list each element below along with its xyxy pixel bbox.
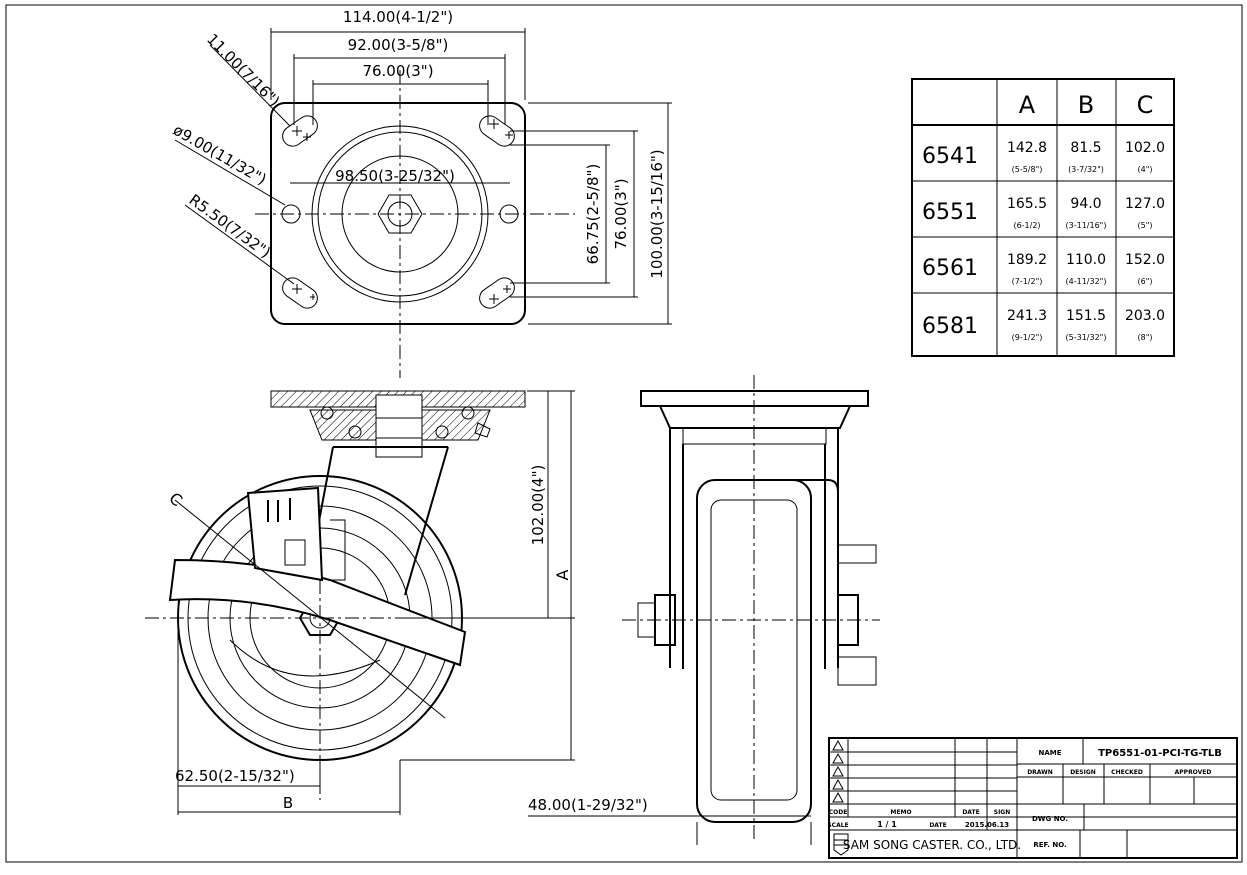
- scale-value: 1 / 1: [877, 820, 897, 829]
- name-label: NAME: [1038, 749, 1061, 757]
- a-cell: 189.2: [1007, 252, 1047, 268]
- front-view: 48.00(1-29/32"): [528, 375, 880, 845]
- header-b: B: [1078, 91, 1094, 119]
- dwg-no-label: DWG NO.: [1032, 815, 1068, 823]
- title-block: NAME TP6551-01-PCI-TG-TLB DRAWN DESIGN C…: [827, 737, 1238, 859]
- brake-bracket: [246, 486, 324, 582]
- dim-inner-span: 76.00(3"): [362, 62, 433, 80]
- c-inch-cell: (5"): [1137, 221, 1152, 230]
- date-label: DATE: [929, 822, 946, 829]
- a-inch-cell: (7-1/2"): [1012, 277, 1043, 286]
- dim-b-label: B: [283, 794, 293, 812]
- drawn-label: DRAWN: [1027, 769, 1053, 776]
- b-inch-cell: (3-11/16"): [1066, 221, 1107, 230]
- a-inch-cell: (6-1/2): [1013, 221, 1040, 230]
- model-cell: 6541: [922, 144, 978, 169]
- c-cell: 203.0: [1125, 308, 1165, 324]
- company-logo-icon: [833, 833, 849, 856]
- b-cell: 110.0: [1066, 252, 1106, 268]
- sign-label: SIGN: [994, 809, 1011, 816]
- b-inch-cell: (3-7/32"): [1068, 165, 1104, 174]
- b-cell: 81.5: [1070, 140, 1101, 156]
- dim-a-label: A: [553, 569, 572, 580]
- model-cell: 6581: [922, 314, 978, 339]
- model-cell: 6551: [922, 200, 978, 225]
- design-label: DESIGN: [1070, 769, 1096, 776]
- ref-no-label: REF. NO.: [1033, 841, 1066, 849]
- dim-bolt-circle: 98.50(3-25/32"): [335, 167, 455, 185]
- model-cell: 6561: [922, 256, 978, 281]
- approved-label: APPROVED: [1175, 769, 1212, 776]
- b-cell: 151.5: [1066, 308, 1106, 324]
- dim-plate-width: 114.00(4-1/2"): [343, 8, 453, 26]
- code-label: CODE: [829, 809, 848, 816]
- scale-label: SCALE: [827, 822, 848, 829]
- b-cell: 94.0: [1070, 196, 1101, 212]
- memo-label: MEMO: [890, 809, 911, 816]
- dim-v2: 76.00(3"): [612, 178, 630, 249]
- slot-top-right: [479, 115, 515, 147]
- a-cell: 165.5: [1007, 196, 1047, 212]
- brake-lever: [168, 558, 467, 667]
- table-row: 6541 142.8 (5-5/8") 81.5 (3-7/32") 102.0…: [922, 140, 1165, 174]
- header-a: A: [1019, 91, 1036, 119]
- dim-offset: 62.50(2-15/32"): [175, 767, 295, 785]
- a-cell: 142.8: [1007, 140, 1047, 156]
- c-cell: 152.0: [1125, 252, 1165, 268]
- dim-hole-diameter: ø9.00(11/32"): [170, 121, 269, 189]
- date-header-label: DATE: [962, 809, 979, 816]
- c-inch-cell: (8"): [1137, 333, 1152, 342]
- kingpin-nut: [377, 194, 423, 234]
- slot-bottom-left: [282, 277, 318, 309]
- c-inch-cell: (6"): [1137, 277, 1152, 286]
- dim-hole-span: 92.00(3-5/8"): [348, 36, 449, 54]
- slot-bottom-right: [479, 277, 515, 309]
- side-view: 102.00(4") A C 62.50(2-15/32") B: [145, 390, 575, 815]
- sheet-border: [5, 4, 1243, 863]
- a-inch-cell: (9-1/2"): [1012, 333, 1043, 342]
- b-inch-cell: (4-11/32"): [1066, 277, 1107, 286]
- b-inch-cell: (5-31/32"): [1066, 333, 1107, 342]
- dim-height: 102.00(4"): [529, 465, 547, 546]
- table-row: 6551 165.5 (6-1/2) 94.0 (3-11/16") 127.0…: [922, 196, 1165, 230]
- drawing-name: TP6551-01-PCI-TG-TLB: [1098, 748, 1222, 759]
- brake-arm-front: [718, 479, 839, 493]
- dim-v1: 66.75(2-5/8"): [584, 164, 602, 265]
- a-cell: 241.3: [1007, 308, 1047, 324]
- dim-c-line: [174, 499, 446, 719]
- top-view: 114.00(4-1/2") 92.00(3-5/8") 76.00(3") 9…: [170, 8, 672, 378]
- c-cell: 102.0: [1125, 140, 1165, 156]
- size-table: A B C 6541 142.8 (5-5/8") 81.5 (3-7/32")…: [911, 78, 1175, 357]
- dim-slot-radius: R5.50(7/32"): [186, 191, 274, 262]
- table-row: 6561 189.2 (7-1/2") 110.0 (4-11/32") 152…: [922, 252, 1165, 286]
- dim-v3: 100.00(3-15/16"): [648, 149, 666, 278]
- c-cell: 127.0: [1125, 196, 1165, 212]
- dim-front-width: 48.00(1-29/32"): [528, 796, 648, 814]
- a-inch-cell: (5-5/8"): [1012, 165, 1043, 174]
- date-value: 2015.06.13: [965, 821, 1009, 829]
- checked-label: CHECKED: [1111, 769, 1143, 776]
- company-name: SAM SONG CASTER. CO., LTD.: [843, 838, 1021, 852]
- c-inch-cell: (4"): [1137, 165, 1152, 174]
- table-row: 6581 241.3 (9-1/2") 151.5 (5-31/32") 203…: [922, 308, 1165, 342]
- header-c: C: [1137, 91, 1154, 119]
